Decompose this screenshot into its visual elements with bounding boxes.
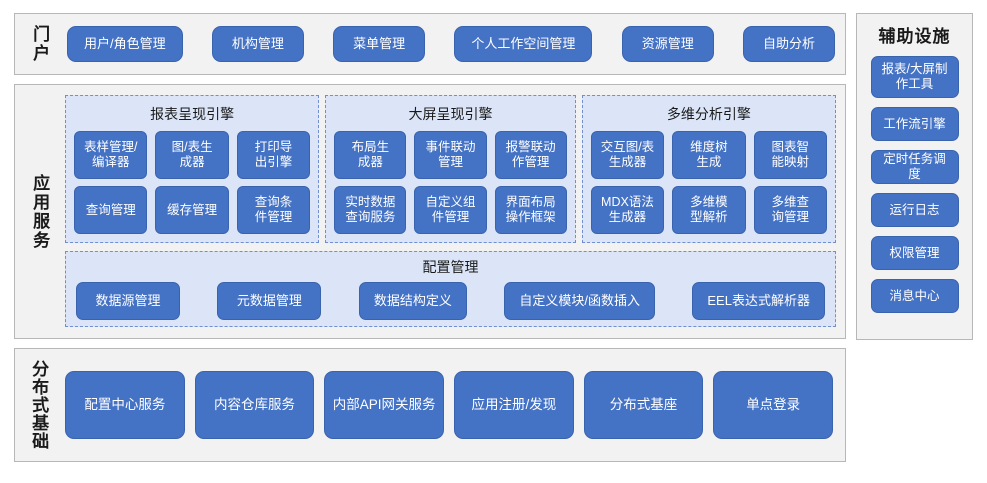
application-services-section: 应用服务 报表呈现引擎 表样管理/ 编译器 图/表生 成器 打印导 出引擎 查询…	[14, 84, 846, 339]
button-query-management[interactable]: 查询管理	[74, 186, 148, 234]
auxiliary-facilities-title: 辅助设施	[878, 27, 951, 46]
left-column: 门户 用户/角色管理 机构管理 菜单管理 个人工作空间管理 资源管理 自助分析 …	[14, 13, 846, 470]
button-app-registration-discovery[interactable]: 应用注册/发现	[454, 371, 574, 439]
portal-button-user-role-management[interactable]: 用户/角色管理	[67, 26, 183, 62]
button-distributed-base[interactable]: 分布式基座	[583, 371, 704, 439]
portal-button-menu-management[interactable]: 菜单管理	[333, 26, 426, 62]
panel-olap-title: 多维分析引擎	[666, 106, 751, 122]
button-dimension-tree-generation[interactable]: 维度树 生成	[672, 131, 746, 179]
button-single-sign-on[interactable]: 单点登录	[713, 371, 834, 439]
distributed-button-row: 配置中心服务 内容仓库服务 内部API网关服务 应用注册/发现 分布式基座 单点…	[61, 349, 845, 461]
button-alarm-linkage-action-management[interactable]: 报警联动 作管理	[494, 131, 567, 179]
panel-configuration-management: 配置管理 数据源管理 元数据管理 数据结构定义 自定义模块/函数插入 EEL表达…	[65, 251, 836, 327]
button-data-structure-definition[interactable]: 数据结构定义	[358, 282, 467, 320]
panel-multidimensional-analysis-engine: 多维分析引擎 交互图/表 生成器 维度树 生成 图表智 能映射 MDX语法 生成…	[581, 95, 836, 243]
button-interactive-chart-table-generator[interactable]: 交互图/表 生成器	[590, 131, 665, 179]
panel-bigscreen-title: 大屏呈现引擎	[408, 106, 493, 122]
button-realtime-data-query-service[interactable]: 实时数据 查询服务	[334, 186, 407, 234]
button-multidimensional-query-management[interactable]: 多维查 询管理	[753, 186, 827, 234]
button-mdx-syntax-generator[interactable]: MDX语法 生成器	[590, 186, 665, 234]
portal-section-label: 门户	[15, 14, 63, 74]
panel-bigscreen-grid: 布局生 成器 事件联动 管理 报警联动 作管理 实时数据 查询服务 自定义组 件…	[334, 131, 567, 234]
button-custom-module-function-insertion[interactable]: 自定义模块/函数插入	[504, 282, 655, 320]
application-services-label-text: 应用服务	[30, 173, 50, 250]
portal-button-row: 用户/角色管理 机构管理 菜单管理 个人工作空间管理 资源管理 自助分析	[63, 14, 845, 74]
panel-report-title: 报表呈现引擎	[150, 106, 235, 122]
panel-report-grid: 表样管理/ 编译器 图/表生 成器 打印导 出引擎 查询管理 缓存管理 查询条 …	[74, 131, 311, 234]
auxiliary-facilities-section: 辅助设施 报表/大屏制 作工具 工作流引擎 定时任务调度 运行日志 权限管理 消…	[856, 13, 973, 340]
button-runtime-log[interactable]: 运行日志	[870, 193, 959, 227]
auxiliary-facilities-list: 报表/大屏制 作工具 工作流引擎 定时任务调度 运行日志 权限管理 消息中心	[857, 56, 972, 333]
button-ui-layout-operation-framework[interactable]: 界面布局 操作框架	[494, 186, 567, 234]
application-services-body: 报表呈现引擎 表样管理/ 编译器 图/表生 成器 打印导 出引擎 查询管理 缓存…	[63, 85, 845, 338]
panel-config-title: 配置管理	[422, 259, 479, 275]
portal-button-resource-management[interactable]: 资源管理	[621, 26, 714, 62]
portal-button-personal-workspace-management[interactable]: 个人工作空间管理	[454, 26, 593, 62]
application-services-section-label: 应用服务	[15, 85, 63, 338]
panel-olap-grid: 交互图/表 生成器 维度树 生成 图表智 能映射 MDX语法 生成器 多维模 型…	[590, 131, 827, 234]
distributed-foundation-label-text: 分布式基础	[29, 360, 49, 450]
engine-panel-row: 报表呈现引擎 表样管理/ 编译器 图/表生 成器 打印导 出引擎 查询管理 缓存…	[65, 95, 836, 243]
button-event-linkage-management[interactable]: 事件联动 管理	[414, 131, 487, 179]
button-report-bigscreen-authoring-tool[interactable]: 报表/大屏制 作工具	[870, 56, 959, 98]
panel-config-row: 数据源管理 元数据管理 数据结构定义 自定义模块/函数插入 EEL表达式解析器	[76, 282, 825, 320]
portal-section: 门户 用户/角色管理 机构管理 菜单管理 个人工作空间管理 资源管理 自助分析	[14, 13, 846, 75]
button-workflow-engine[interactable]: 工作流引擎	[870, 107, 959, 141]
button-query-condition-management[interactable]: 查询条 件管理	[236, 186, 311, 234]
portal-label-text: 门户	[30, 25, 50, 63]
button-internal-api-gateway-service[interactable]: 内部API网关服务	[324, 371, 445, 439]
button-custom-component-management[interactable]: 自定义组 件管理	[414, 186, 487, 234]
button-content-repository-service[interactable]: 内容仓库服务	[194, 371, 315, 439]
button-message-center[interactable]: 消息中心	[870, 279, 959, 313]
button-eel-expression-parser[interactable]: EEL表达式解析器	[692, 282, 825, 320]
portal-button-org-management[interactable]: 机构管理	[211, 26, 304, 62]
button-metadata-management[interactable]: 元数据管理	[217, 282, 322, 320]
button-layout-generator[interactable]: 布局生 成器	[334, 131, 407, 179]
button-print-export-engine[interactable]: 打印导 出引擎	[236, 131, 311, 179]
button-multidimensional-model-parsing[interactable]: 多维模 型解析	[672, 186, 746, 234]
panel-report-rendering-engine: 报表呈现引擎 表样管理/ 编译器 图/表生 成器 打印导 出引擎 查询管理 缓存…	[65, 95, 320, 243]
button-scheduled-task-scheduling[interactable]: 定时任务调度	[870, 150, 959, 184]
distributed-foundation-section-label: 分布式基础	[15, 349, 61, 461]
button-cache-management[interactable]: 缓存管理	[155, 186, 229, 234]
button-datasource-management[interactable]: 数据源管理	[76, 282, 180, 320]
panel-bigscreen-rendering-engine: 大屏呈现引擎 布局生 成器 事件联动 管理 报警联动 作管理 实时数据 查询服务…	[325, 95, 576, 243]
distributed-foundation-section: 分布式基础 配置中心服务 内容仓库服务 内部API网关服务 应用注册/发现 分布…	[14, 348, 846, 462]
button-chart-smart-mapping[interactable]: 图表智 能映射	[753, 131, 827, 179]
button-permission-management[interactable]: 权限管理	[870, 236, 959, 270]
portal-button-self-service-analysis[interactable]: 自助分析	[742, 26, 835, 62]
button-chart-table-generator[interactable]: 图/表生 成器	[155, 131, 229, 179]
button-config-center-service[interactable]: 配置中心服务	[65, 371, 185, 439]
button-report-template-management-compiler[interactable]: 表样管理/ 编译器	[74, 131, 148, 179]
